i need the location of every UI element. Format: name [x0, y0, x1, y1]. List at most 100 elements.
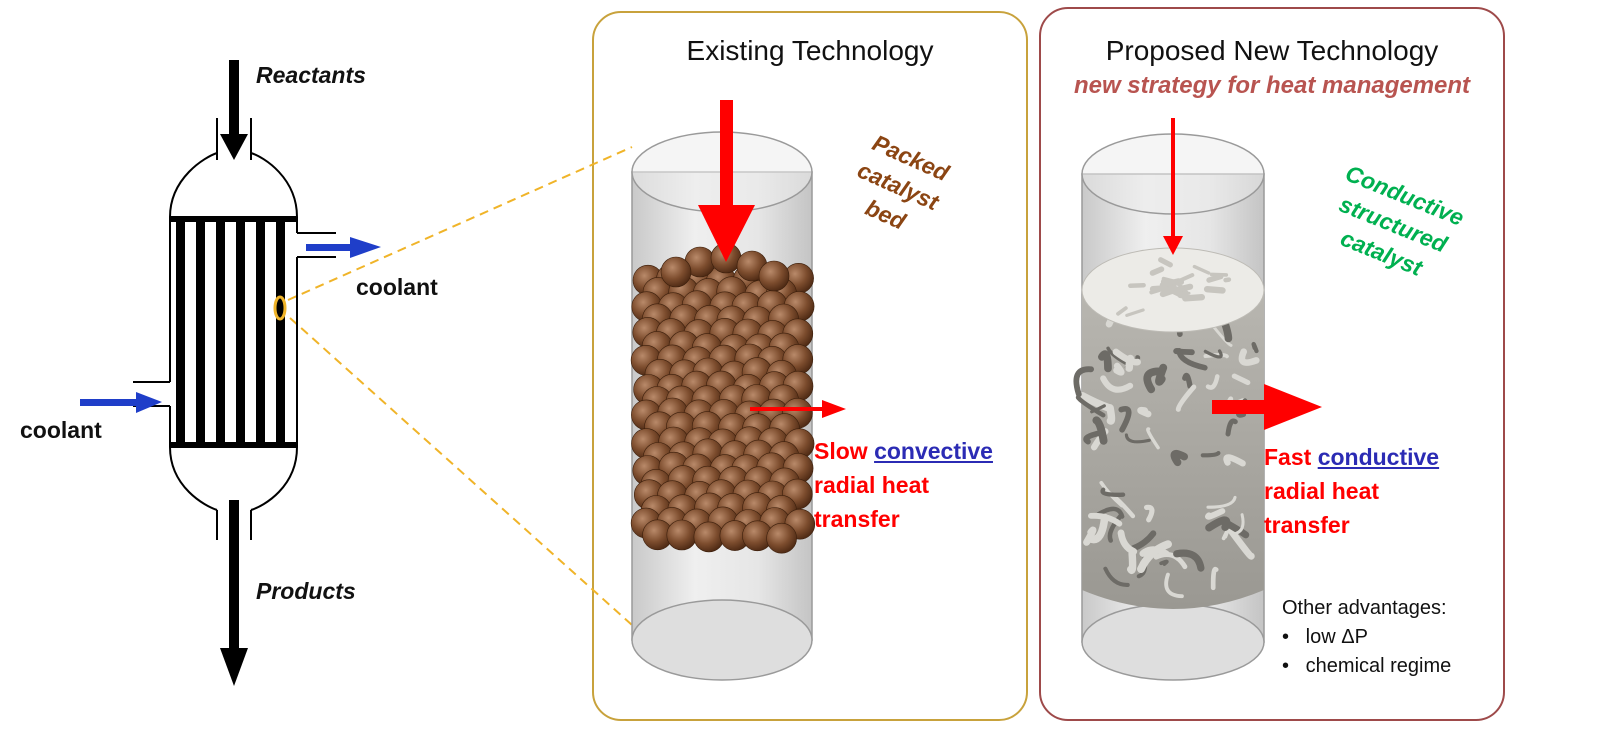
reactor-tubes [176, 222, 285, 442]
foam-strand [1221, 529, 1230, 541]
catalyst-bead [766, 522, 797, 554]
foam-strand [1107, 513, 1124, 543]
reactants-label: Reactants [256, 62, 366, 88]
existing-panel-border [592, 11, 1028, 721]
foam-strand [1088, 512, 1123, 527]
foam-strand [1153, 552, 1188, 570]
foam-top-strand [1203, 286, 1226, 294]
catalyst-beads [630, 242, 816, 554]
catalyst-bead [660, 256, 692, 288]
foam-structure [1073, 296, 1260, 599]
foam-strand [1175, 384, 1197, 412]
foam-strand [1127, 549, 1137, 574]
foam-strand [1231, 373, 1251, 386]
foam-strand [1182, 372, 1193, 389]
foam-strand [1234, 513, 1245, 535]
foam-top-strand [1177, 273, 1195, 283]
foam-strand [1075, 395, 1106, 418]
foam-top-strand [1161, 276, 1179, 285]
foam-top-strand [1149, 285, 1169, 295]
foam-strand [1087, 513, 1109, 544]
foam-strand [1203, 349, 1223, 359]
advantage-item: • low ΔP [1282, 626, 1368, 648]
foam-top-strand [1192, 264, 1211, 275]
foam-strand [1205, 374, 1220, 390]
foam-strand [1125, 354, 1135, 372]
foam-top-texture [1116, 257, 1232, 317]
coolant-in-arrow [80, 392, 162, 413]
foam-strand [1251, 342, 1259, 354]
foam-top-strand [1128, 282, 1146, 288]
packed-bed-cylinder [630, 131, 816, 681]
foam-top-strand [1223, 277, 1232, 283]
foam-strand [1106, 404, 1116, 425]
foam-strand [1113, 362, 1125, 376]
foam-top-strand [1158, 257, 1173, 268]
coolant-out-label: coolant [356, 274, 438, 300]
other-advantages: Other advantages: • low ΔP • chemical re… [1282, 594, 1451, 681]
coolant-in-label: coolant [20, 417, 102, 443]
zoom-line-top [287, 146, 633, 301]
foam-strand [1238, 348, 1260, 366]
foam-top-strand [1206, 273, 1224, 283]
foam-strand [1100, 487, 1126, 497]
foam-strand [1103, 566, 1130, 587]
foam-strand [1200, 451, 1221, 458]
fast-heat-label: Fast conductive radial heat transfer [1264, 444, 1440, 538]
zoom-marker [273, 295, 287, 321]
foam-strand [1210, 566, 1219, 591]
foam-strand [1173, 549, 1205, 572]
conductive-term: conductive [1317, 444, 1440, 470]
foam-strand [1118, 406, 1132, 433]
foam-top-strand [1182, 294, 1206, 302]
foam-top-strand [1170, 284, 1183, 292]
proposed-panel-border [1039, 7, 1505, 721]
existing-inlet-arrow [698, 100, 755, 262]
foam-strand [1223, 454, 1246, 467]
catalyst-bead [758, 260, 790, 292]
slow-radial-arrow [750, 400, 846, 418]
foam-strand [1164, 572, 1184, 599]
foam-strand [1100, 375, 1134, 393]
foam-top-strand [1168, 287, 1187, 299]
foam-strand [1225, 418, 1238, 437]
foam-top-strand [1149, 266, 1165, 276]
reactants-arrow [220, 60, 248, 160]
foam-strand [1205, 508, 1226, 520]
foam-top-strand [1116, 306, 1128, 316]
advantages-title: Other advantages: [1282, 597, 1447, 619]
slow-heat-label: Slow convective radial heat transfer [814, 438, 993, 532]
foam-strand [1205, 516, 1231, 532]
foam-strand [1228, 527, 1255, 560]
foam-top-strand [1209, 272, 1229, 277]
foam-strand [1176, 348, 1208, 371]
catalyst-bead [693, 521, 725, 553]
proposed-subtitle: new strategy for heat management [1073, 72, 1471, 99]
foam-strand [1124, 433, 1151, 444]
foam-strand [1092, 416, 1108, 445]
existing-title: Existing Technology [686, 35, 934, 66]
fast-radial-arrow [1212, 384, 1322, 430]
foam-strand [1206, 495, 1237, 509]
proposed-title: Proposed New Technology [1105, 35, 1439, 66]
proposed-inlet-arrow [1163, 118, 1183, 255]
foam-strand [1144, 504, 1155, 523]
catalyst-bead [666, 519, 698, 551]
products-arrow [220, 500, 248, 686]
products-label: Products [256, 578, 356, 604]
foam-strand [1137, 540, 1172, 574]
reactor-schematic [133, 118, 336, 540]
foam-strand [1090, 404, 1106, 414]
foam-strand [1155, 363, 1168, 386]
foam-strand [1159, 559, 1169, 566]
foam-strand [1143, 367, 1163, 394]
foam-strand [1146, 427, 1160, 450]
foam-top-strand [1125, 308, 1145, 317]
foam-strand [1130, 530, 1157, 552]
zoom-line-bottom [289, 317, 633, 626]
convective-term: convective [874, 438, 993, 464]
foam-strand [1170, 449, 1188, 467]
foam-strand [1073, 366, 1094, 398]
foam-strand [1098, 350, 1112, 373]
